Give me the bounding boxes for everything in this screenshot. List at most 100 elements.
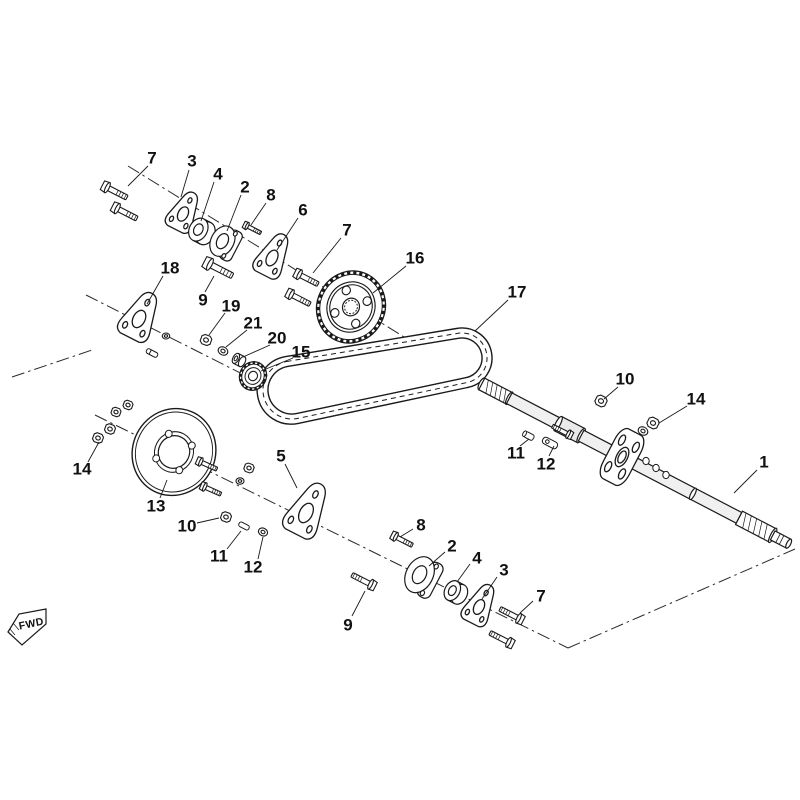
callout-16: 16 — [406, 249, 425, 268]
leader-line — [351, 590, 366, 617]
callout-14b: 14 — [73, 460, 92, 479]
callout-12b: 12 — [244, 558, 263, 577]
bolt-7-upper-2 — [109, 200, 141, 225]
leader-line — [159, 479, 168, 499]
fwd-label: FWD — [18, 616, 45, 633]
callout-8b: 8 — [416, 516, 425, 535]
callout-17: 17 — [508, 283, 527, 302]
callout-7c: 7 — [536, 587, 545, 606]
callout-13: 13 — [147, 497, 166, 516]
leader-line — [548, 445, 555, 457]
nut-19 — [198, 333, 214, 347]
leader-line — [603, 386, 619, 400]
callout-10b: 10 — [178, 517, 197, 536]
callout-12a: 12 — [537, 455, 556, 474]
leader-line — [658, 405, 688, 424]
washer-21 — [216, 344, 230, 358]
bolt-7-upper-1 — [99, 179, 131, 204]
centerline-left-edge — [11, 348, 96, 378]
washer-small-18 — [161, 332, 171, 340]
nut-10-left — [219, 510, 233, 524]
part-brake-disc-13 — [117, 394, 231, 510]
nut-14-left-1 — [91, 431, 105, 445]
callout-3a: 3 — [187, 152, 196, 171]
leader-line — [276, 217, 299, 251]
centerline-countershaft — [85, 294, 269, 388]
centerline-lower-to-axle — [567, 548, 796, 649]
leader-line — [284, 463, 298, 489]
callout-15: 15 — [292, 343, 311, 362]
fwd-indicator — [7, 608, 47, 646]
part-sprocket-15 — [238, 361, 268, 391]
washer-12-left — [256, 525, 270, 539]
callout-7a: 7 — [147, 149, 156, 168]
callout-6: 6 — [298, 201, 307, 220]
leader-line — [260, 357, 294, 372]
part-flange-5 — [278, 475, 338, 543]
callout-21: 21 — [244, 314, 263, 333]
leader-line — [456, 563, 471, 583]
callout-2b: 2 — [447, 537, 456, 556]
leader-line — [519, 438, 530, 447]
leader-line — [225, 329, 248, 348]
leader-line — [196, 517, 220, 524]
part-axle-hub-flange — [596, 425, 648, 488]
leader-line — [372, 265, 407, 294]
callout-14a: 14 — [687, 390, 706, 409]
bolt-7-lower-1 — [496, 603, 527, 626]
key-11-left — [238, 521, 250, 531]
washer-disc — [235, 477, 245, 485]
bolt-7-lower-2 — [486, 627, 517, 650]
leader-line — [312, 237, 342, 274]
nut-disc — [242, 461, 256, 475]
callout-4a: 4 — [213, 165, 223, 184]
leader-line — [127, 165, 149, 187]
leader-line — [226, 530, 242, 550]
spacer-11-right — [522, 430, 535, 441]
callout-20: 20 — [268, 329, 287, 348]
leader-line — [733, 469, 758, 494]
callout-18: 18 — [161, 259, 180, 278]
part-bearing-holder-2-lower — [404, 556, 444, 599]
callout-9a: 9 — [198, 291, 207, 310]
leader-line — [257, 536, 264, 560]
callout-labels: 7 3 4 2 8 6 7 16 18 9 19 21 20 15 17 10 … — [73, 149, 769, 635]
callout-1: 1 — [759, 453, 768, 472]
stud-18 — [145, 348, 159, 358]
callout-11b: 11 — [210, 547, 228, 566]
leader-line — [250, 202, 267, 226]
leader-line — [204, 275, 215, 293]
part-sprocket-16 — [304, 259, 398, 355]
leader-line — [428, 551, 446, 567]
callout-19: 19 — [222, 297, 241, 316]
leader-line — [146, 275, 164, 305]
bolt-7-mid-1 — [291, 267, 322, 290]
bolt-7-mid-2 — [283, 287, 314, 310]
leader-line — [519, 600, 534, 614]
nut-14-left-2 — [103, 422, 117, 436]
part-axle-shaft — [477, 377, 793, 549]
part-flange-6 — [249, 227, 298, 283]
nut-14-left-4 — [121, 398, 135, 412]
leader-line — [399, 528, 414, 538]
callout-2a: 2 — [240, 178, 249, 197]
callout-7b: 7 — [342, 221, 351, 240]
part-bearing-holder-2-upper — [209, 225, 243, 262]
part-bearing-4-lower — [443, 580, 469, 605]
callout-5: 5 — [276, 447, 285, 466]
leader-line — [180, 169, 190, 198]
leader-line — [208, 312, 226, 336]
callout-4b: 4 — [472, 549, 482, 568]
nut-10-right — [593, 393, 609, 409]
nut-14-left-3 — [109, 405, 123, 419]
callout-11a: 11 — [507, 444, 525, 463]
part-flange-18 — [114, 285, 168, 346]
bolt-disc-2 — [198, 480, 224, 499]
part-bearing-4-upper — [188, 217, 216, 246]
leader-line — [242, 344, 271, 358]
callout-8a: 8 — [266, 186, 275, 205]
leader-line — [200, 181, 215, 222]
bolt-9-lower — [348, 569, 379, 592]
